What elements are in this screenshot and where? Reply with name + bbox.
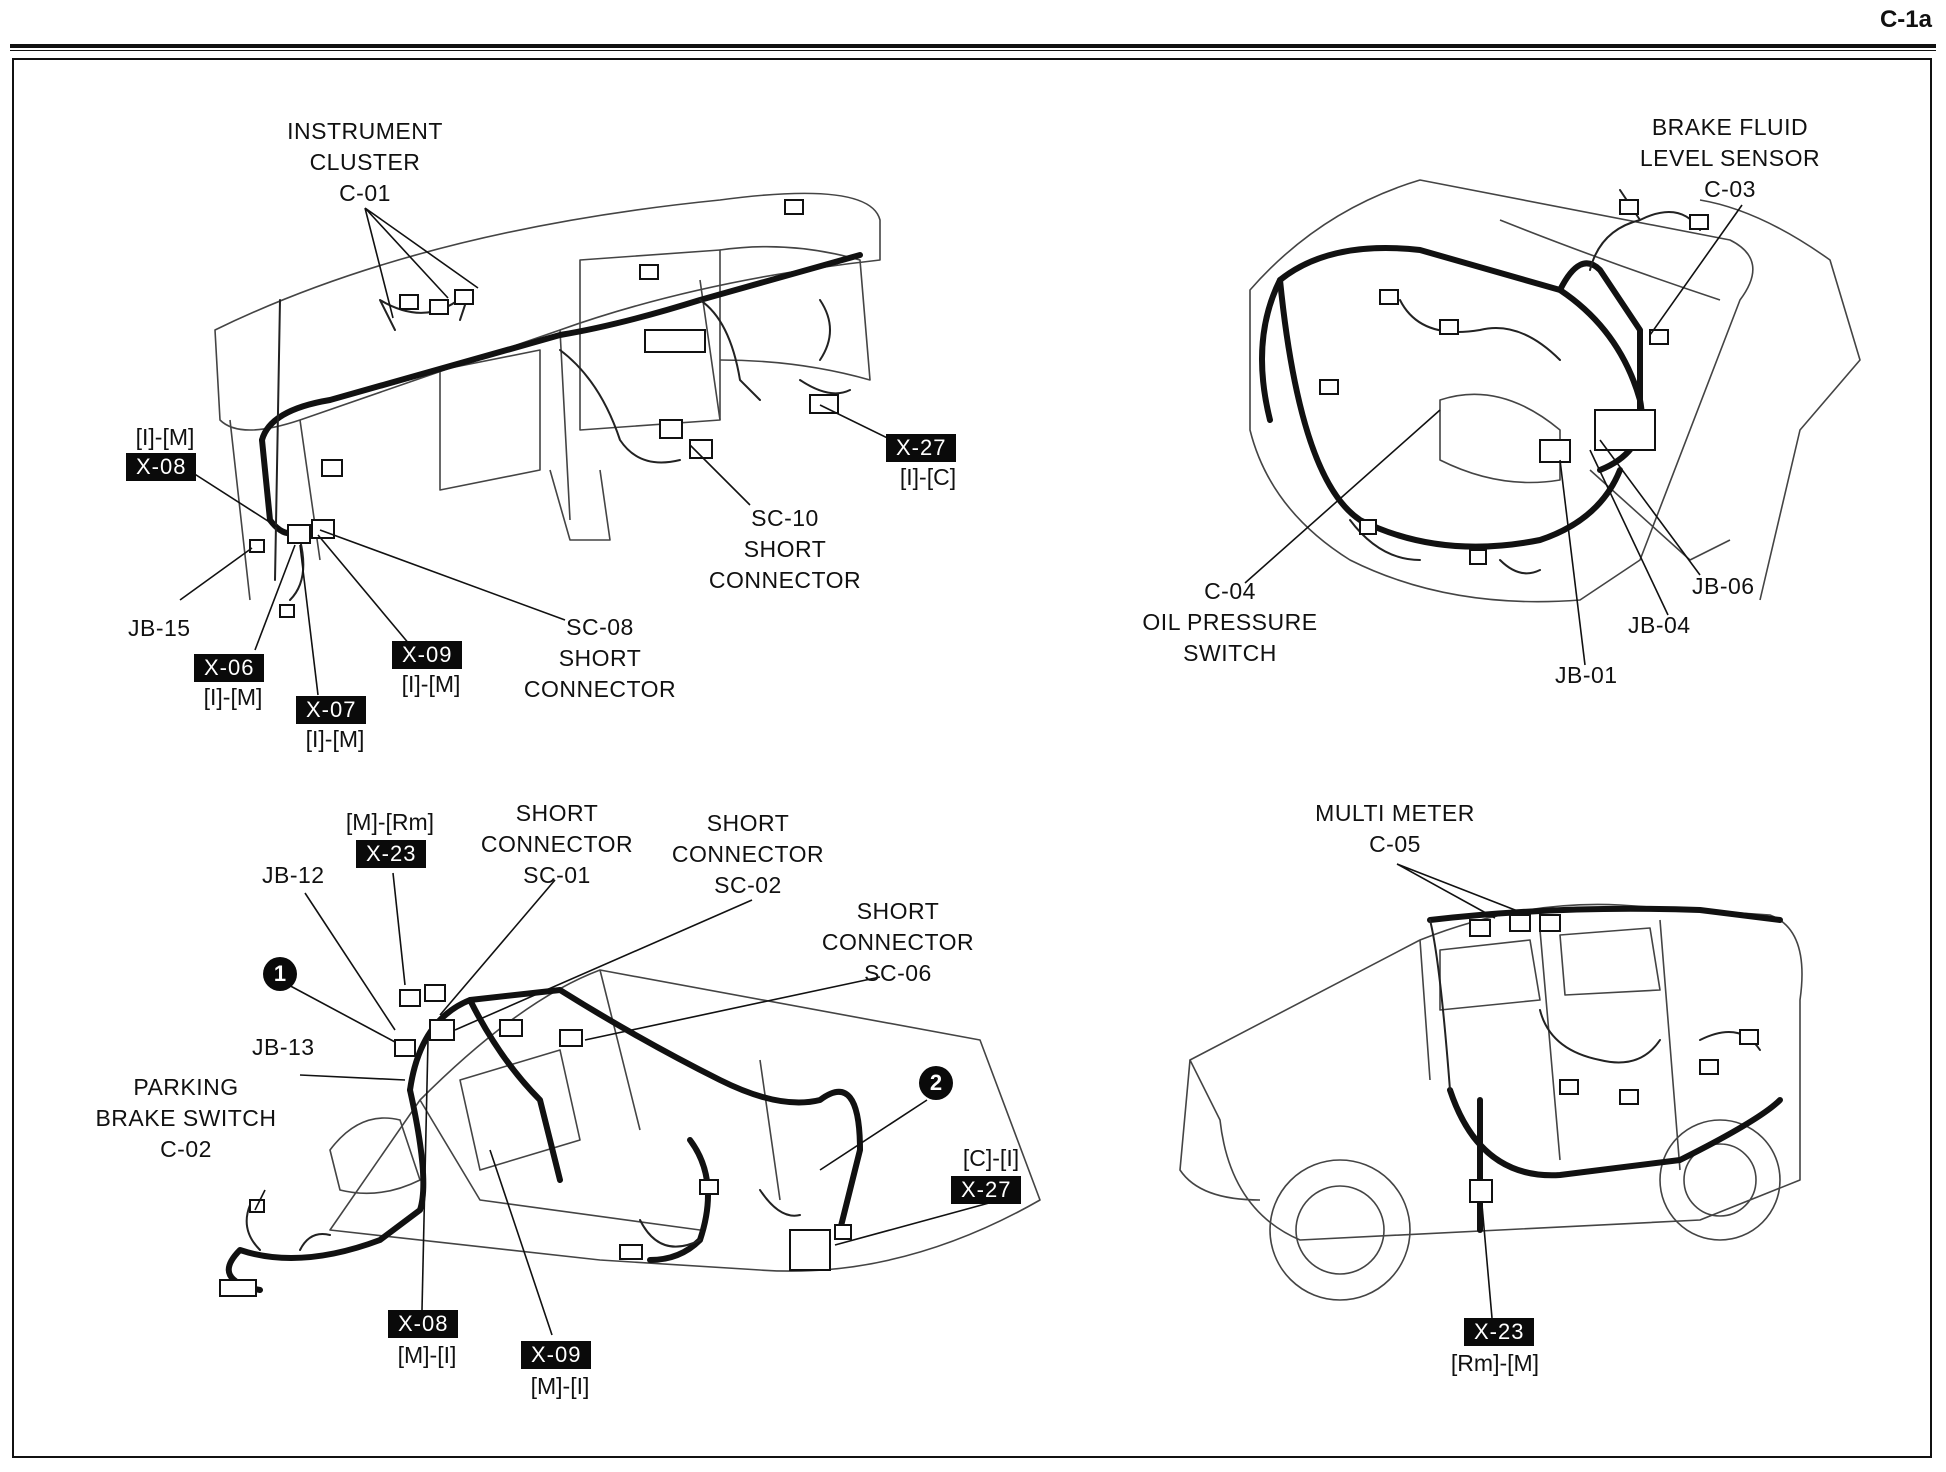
x06-dash-tag: X-06 (194, 654, 265, 682)
label-line: CONNECTOR (671, 841, 825, 867)
x09-dash-tag: X-09 (392, 641, 463, 669)
callout-marker-2: 2 (919, 1066, 953, 1100)
parking-brake-label: PARKING BRAKE SWITCH C-02 (86, 1072, 286, 1165)
label-line: CONNECTOR (523, 676, 677, 702)
header-rule (10, 44, 1936, 48)
label-line: SC-08 (566, 614, 634, 640)
callout-marker-1: 1 (263, 957, 297, 991)
label-line: BRAKE FLUID (1651, 114, 1809, 140)
label-line: CONNECTOR (480, 831, 634, 857)
floor-console-illustration (219, 872, 1041, 1336)
label-line: C-03 (1704, 176, 1756, 202)
x23-floor-sub: [M]-[Rm] (345, 809, 435, 835)
sc02-label: SHORT CONNECTOR SC-02 (663, 808, 833, 901)
vehicle-illustration (1179, 863, 1803, 1319)
label-line: SC-01 (523, 862, 591, 888)
jb06-label: JB-06 (1692, 573, 1755, 599)
label-line: CONNECTOR (708, 567, 862, 593)
x07-dash-tag: X-07 (296, 696, 367, 724)
x27-dash-tag: X-27 (886, 434, 957, 462)
instrument-cluster-label: INSTRUMENT CLUSTER C-01 (270, 116, 460, 209)
jb13-label: JB-13 (252, 1034, 315, 1060)
label-line: SHORT (706, 810, 790, 836)
label-line: MULTI METER (1315, 800, 1475, 826)
oil-pressure-label: C-04 OIL PRESSURE SWITCH (1125, 576, 1335, 669)
jb01-label: JB-01 (1555, 662, 1618, 688)
x27-dash-sub: [I]-[C] (899, 464, 957, 490)
label-line: SHORT (743, 536, 827, 562)
x09-dash-sub: [I]-[M] (401, 671, 461, 697)
label-line: SHORT (515, 800, 599, 826)
x27-floor-tag: X-27 (951, 1176, 1022, 1204)
label-line: BRAKE SWITCH (95, 1105, 277, 1131)
x23-vehicle-tag: X-23 (1464, 1318, 1535, 1346)
jb04-label: JB-04 (1628, 612, 1691, 638)
brake-fluid-label: BRAKE FLUID LEVEL SENSOR C-03 (1625, 112, 1835, 205)
x08-floor-sub: [M]-[I] (397, 1342, 457, 1368)
x09-floor-sub: [M]-[I] (530, 1373, 590, 1399)
label-line: OIL PRESSURE (1142, 609, 1318, 635)
label-line: PARKING (133, 1074, 239, 1100)
jb12-label: JB-12 (262, 862, 325, 888)
diagram-frame (12, 58, 1932, 1458)
x06-dash-sub: [I]-[M] (203, 684, 263, 710)
label-line: SHORT (856, 898, 940, 924)
sc06-label: SHORT CONNECTOR SC-06 (813, 896, 983, 989)
label-line: LEVEL SENSOR (1639, 145, 1821, 171)
sc10-label: SC-10 SHORT CONNECTOR (700, 503, 870, 596)
label-line: SHORT (558, 645, 642, 671)
multimeter-label: MULTI METER C-05 (1300, 798, 1490, 860)
label-line: INSTRUMENT (287, 118, 443, 144)
x07-dash-sub: [I]-[M] (305, 726, 365, 752)
sc01-label: SHORT CONNECTOR SC-01 (472, 798, 642, 891)
label-line: SC-02 (714, 872, 782, 898)
label-line: C-05 (1369, 831, 1421, 857)
label-line: SC-06 (864, 960, 932, 986)
x08-dash-sub: [I]-[M] (135, 424, 195, 450)
page-id: C-1a (1879, 6, 1932, 33)
engine-bay-illustration (1244, 179, 1861, 666)
label-line: C-04 (1204, 578, 1256, 604)
x23-vehicle-sub: [Rm]-[M] (1450, 1350, 1540, 1376)
label-line: CONNECTOR (821, 929, 975, 955)
x08-dash-tag: X-08 (126, 453, 197, 481)
x09-floor-tag: X-09 (521, 1341, 592, 1369)
label-line: SWITCH (1183, 640, 1277, 666)
x27-floor-sub: [C]-[I] (962, 1145, 1020, 1171)
label-line: CLUSTER (309, 149, 421, 175)
label-line: C-01 (339, 180, 391, 206)
x08-floor-tag: X-08 (388, 1310, 459, 1338)
sc08-label: SC-08 SHORT CONNECTOR (515, 612, 685, 705)
jb15-label: JB-15 (128, 615, 191, 641)
dashboard-illustration (164, 192, 909, 696)
label-line: SC-10 (751, 505, 819, 531)
label-line: C-02 (160, 1136, 212, 1162)
header-rule-thin (10, 50, 1936, 51)
x23-floor-tag: X-23 (356, 840, 427, 868)
